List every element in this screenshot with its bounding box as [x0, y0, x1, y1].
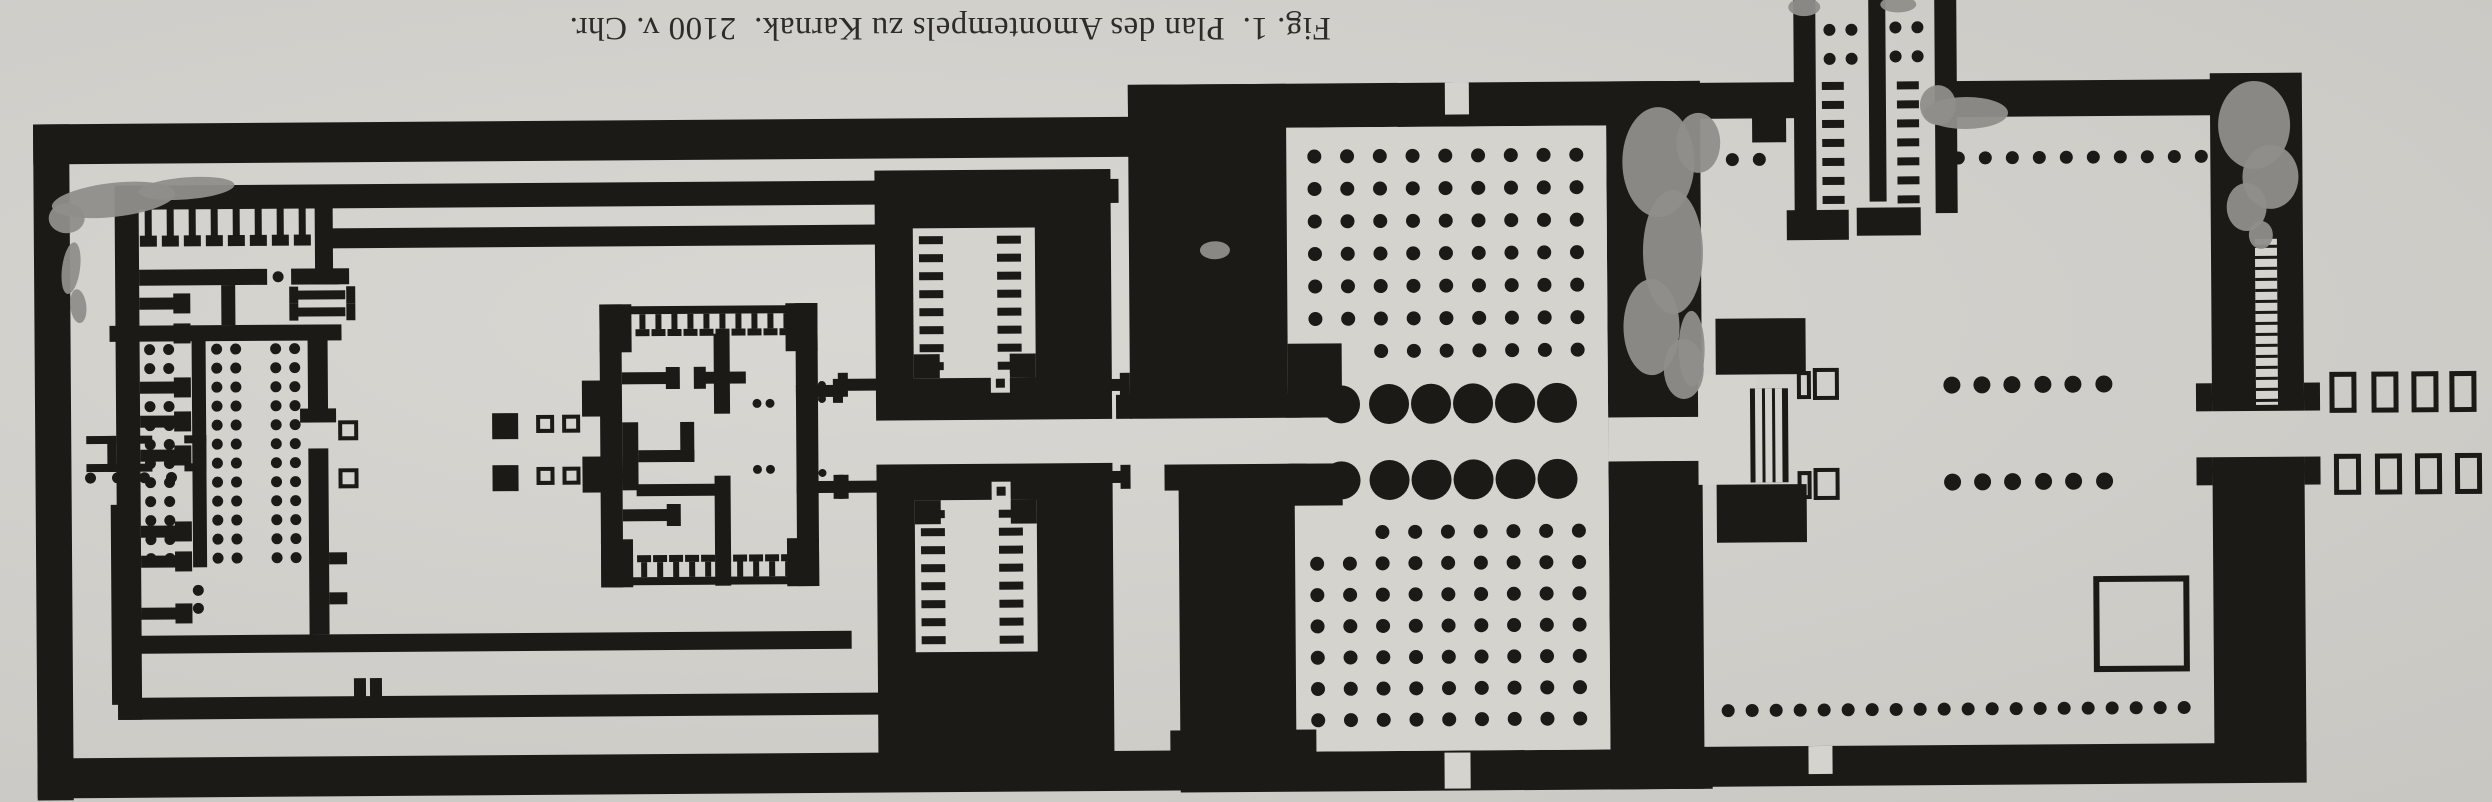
- west-chambers: [85, 268, 359, 705]
- hypostyle-columns: [1307, 147, 1588, 728]
- scan-stains: [48, 0, 2299, 399]
- court-altars: [492, 413, 581, 492]
- festival-hall: [874, 168, 1131, 758]
- court-columns: [1721, 149, 2208, 718]
- enclosure-walls: [33, 116, 1208, 801]
- storeroom-comb: [139, 206, 340, 285]
- hypostyle-hall: [1127, 80, 1713, 793]
- entrance-pylon: [2195, 72, 2483, 748]
- central-sanctuary: [581, 302, 844, 588]
- great-court: [1697, 79, 2307, 787]
